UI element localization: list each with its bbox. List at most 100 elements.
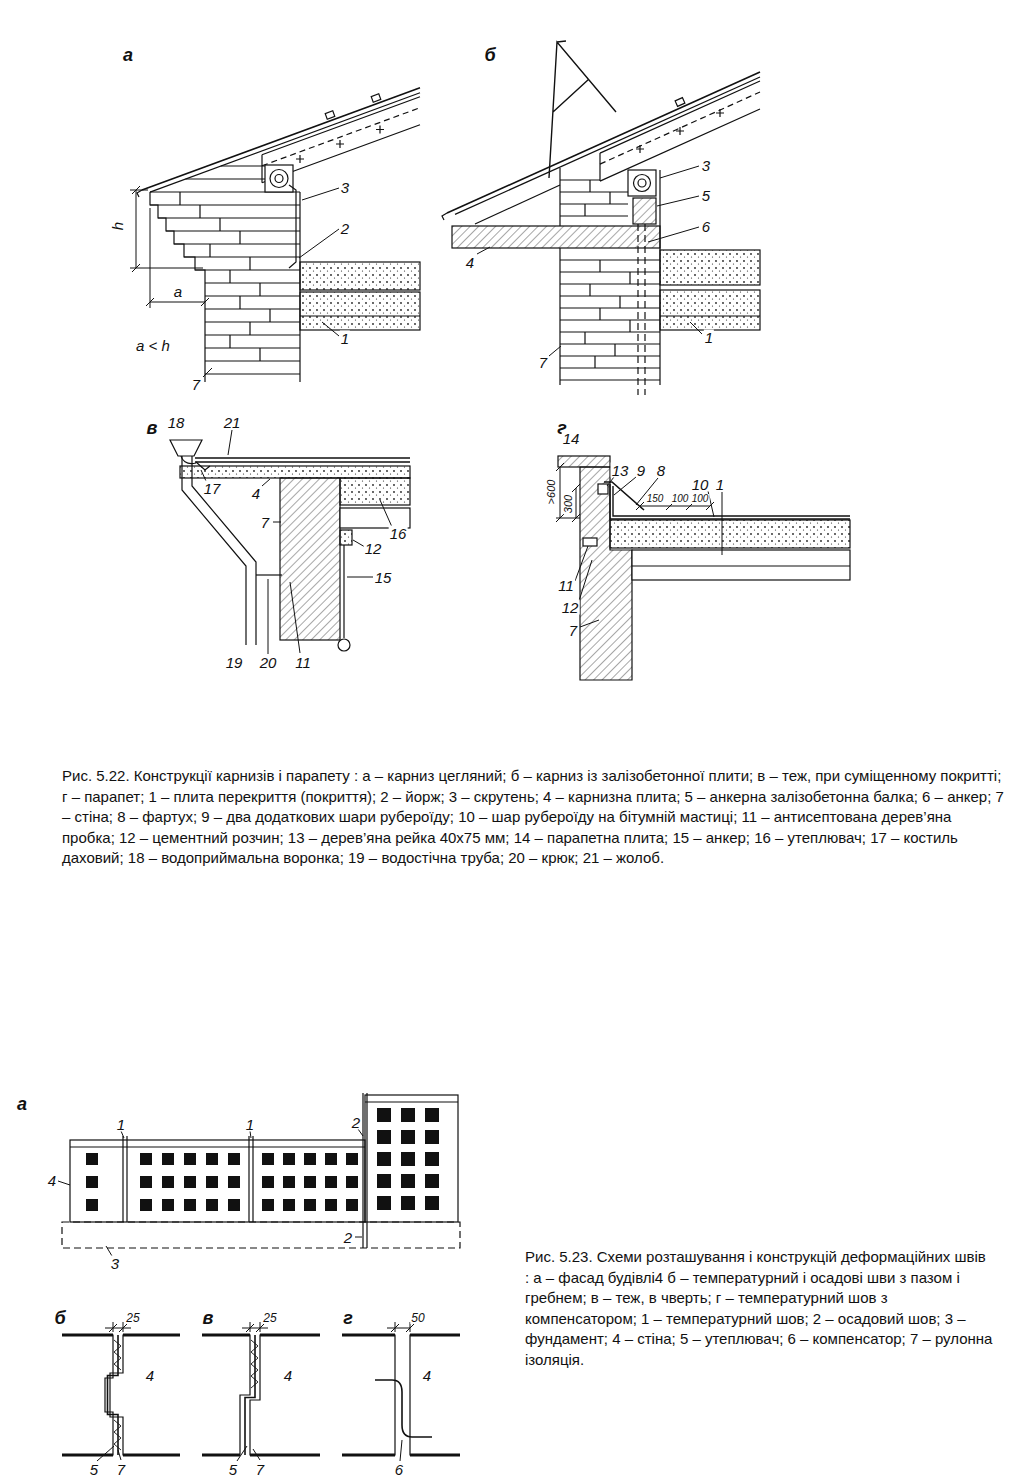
brick-cornice xyxy=(300,262,420,290)
joint-details xyxy=(251,1340,258,1388)
brick-cornice xyxy=(371,94,381,102)
parapet xyxy=(558,456,610,467)
slab-cornice xyxy=(600,92,760,164)
parapet xyxy=(575,477,722,627)
combined-roof-cornice xyxy=(170,440,202,456)
brick-cornice xyxy=(203,188,339,377)
combined-roof-cornice xyxy=(256,574,282,575)
slab-cornice xyxy=(633,198,656,224)
slab-cornice xyxy=(600,81,760,181)
brick-cornice xyxy=(325,111,335,119)
window-symbol xyxy=(304,1153,316,1165)
slab-cornice xyxy=(585,180,630,368)
slab-cornice xyxy=(636,109,724,153)
callout-number: a < h xyxy=(135,338,171,353)
joint-details xyxy=(62,1335,113,1455)
window-symbol xyxy=(425,1108,439,1122)
slab-cornice xyxy=(477,166,702,356)
brick-cornice xyxy=(262,108,420,166)
callout-number: 1 xyxy=(704,330,714,345)
brick-cornice xyxy=(137,190,142,197)
callout-number: 2 xyxy=(351,1115,361,1130)
window-symbol xyxy=(206,1153,218,1165)
callout-number: 2 xyxy=(343,1230,353,1245)
window-symbol xyxy=(262,1199,274,1211)
combined-roof-cornice xyxy=(195,458,410,462)
joint-details xyxy=(375,1380,432,1437)
window-symbol xyxy=(425,1130,439,1144)
callout-number: 1 xyxy=(340,331,350,346)
brick-cornice xyxy=(300,292,420,330)
callout-number: 6 xyxy=(394,1462,404,1477)
callout-number: 1 xyxy=(715,477,725,492)
window-symbol xyxy=(140,1176,152,1188)
window-symbol xyxy=(401,1130,415,1144)
callout-number: 5 xyxy=(89,1462,99,1477)
callout-number: h xyxy=(110,221,125,231)
joint-details xyxy=(202,1335,320,1455)
callout-number: 4 xyxy=(283,1368,293,1383)
window-symbol xyxy=(86,1176,98,1188)
window-symbol xyxy=(206,1176,218,1188)
parapet xyxy=(598,484,608,494)
window-symbol xyxy=(346,1153,358,1165)
joint-details xyxy=(114,1340,121,1450)
building-facade xyxy=(58,1093,460,1256)
callout-number: 9 xyxy=(636,463,646,478)
callout-number: 6 xyxy=(701,219,711,234)
joint-details xyxy=(400,1440,402,1461)
window-symbol xyxy=(283,1199,295,1211)
brick-cornice xyxy=(205,283,300,374)
window-symbol xyxy=(228,1153,240,1165)
window-symbol xyxy=(401,1152,415,1166)
window-symbol xyxy=(283,1153,295,1165)
dimension-label: 25 xyxy=(262,1312,277,1324)
slab-cornice xyxy=(452,226,660,248)
combined-roof-cornice xyxy=(280,478,340,640)
slab-cornice xyxy=(628,170,656,196)
parapet xyxy=(610,484,850,519)
callout-number: 18 xyxy=(167,415,186,430)
figure-caption: Рис. 5.23. Схеми розташування і конструк… xyxy=(525,1247,993,1370)
slab-cornice xyxy=(637,224,638,395)
brick-cornice xyxy=(300,315,420,316)
brick-cornice xyxy=(130,88,420,382)
building-facade xyxy=(365,1101,458,1102)
panel-letter: б xyxy=(53,1309,66,1327)
window-symbol xyxy=(377,1152,391,1166)
window-symbol xyxy=(425,1152,439,1166)
slab-cornice xyxy=(475,185,560,224)
window-symbol xyxy=(140,1153,152,1165)
panel-letter: а xyxy=(16,1095,28,1113)
joint-details xyxy=(62,1335,180,1455)
callout-number: 4 xyxy=(465,255,475,270)
joint-details xyxy=(250,1335,320,1455)
callout-number: 7 xyxy=(116,1462,126,1477)
callout-number: 16 xyxy=(389,526,408,541)
dimension-label: 25 xyxy=(125,1312,140,1324)
parapet xyxy=(583,538,597,546)
window-symbol xyxy=(401,1196,415,1210)
callout-number: 11 xyxy=(557,578,575,593)
combined-roof-cornice xyxy=(196,462,210,470)
window-symbol xyxy=(228,1176,240,1188)
parapet xyxy=(556,463,580,522)
window-symbol xyxy=(346,1176,358,1188)
brick-cornice xyxy=(150,93,420,192)
joint-details xyxy=(202,1335,250,1455)
callout-number: a xyxy=(173,284,183,299)
window-symbol xyxy=(325,1199,337,1211)
callout-number: 10 xyxy=(691,477,710,492)
slab-cornice xyxy=(560,168,660,385)
slab-cornice xyxy=(660,290,760,330)
callout-number: 7 xyxy=(538,355,548,370)
parapet xyxy=(632,550,850,580)
joint-details xyxy=(110,1335,180,1455)
window-symbol xyxy=(206,1199,218,1211)
brick-cornice xyxy=(275,175,283,183)
combined-roof-cornice xyxy=(170,430,410,654)
window-symbol xyxy=(325,1153,337,1165)
panel-letter: г xyxy=(342,1309,354,1327)
window-symbol xyxy=(304,1199,316,1211)
callout-number: 7 xyxy=(255,1462,265,1477)
